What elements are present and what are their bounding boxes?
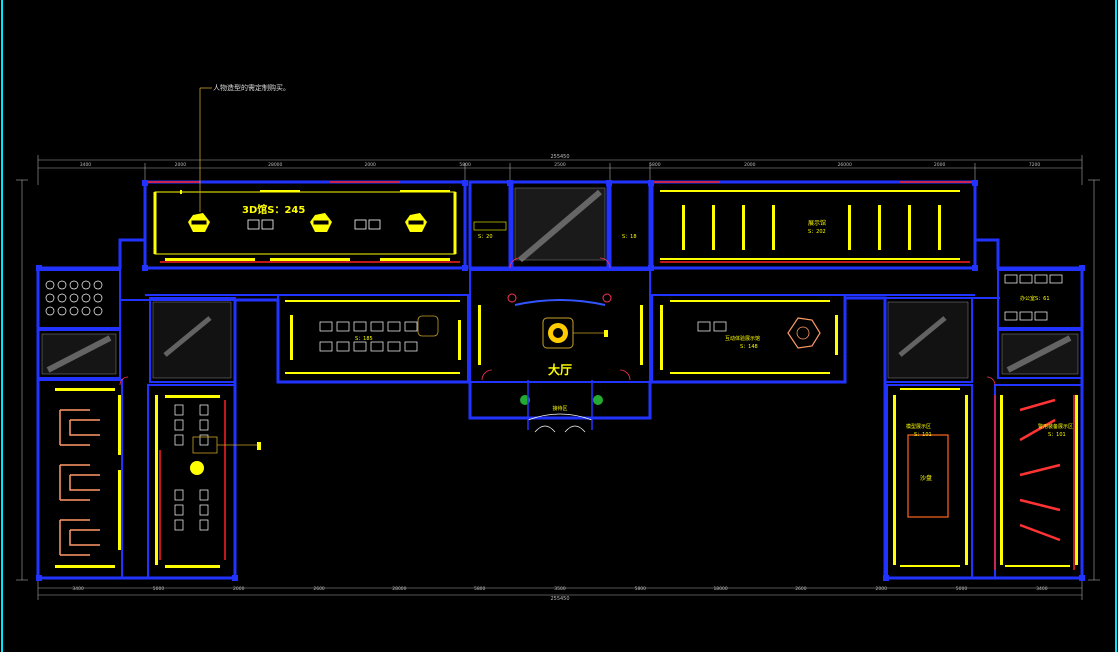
room-center-left-area: S：185: [355, 336, 373, 342]
overall-dimension-top: 255450: [550, 154, 569, 160]
left-top-room-seating: [45, 280, 103, 316]
restroom-right: [887, 301, 969, 379]
top-dimension-lines: [37, 155, 1083, 185]
top-dimension-8: 26000: [838, 162, 852, 168]
bottom-dimension-5: 5800: [474, 586, 486, 592]
small-room-s20-label: S：20: [478, 234, 493, 240]
top-dimension-3: 2000: [364, 162, 376, 168]
hall-3d-furniture: [153, 190, 457, 261]
equipment-display-room: [1019, 398, 1061, 542]
lobby-features: [478, 293, 643, 365]
callout-box-center: [417, 315, 439, 337]
model-display-room-accents: [893, 388, 968, 567]
room-bottom-right-a-inner: 沙盘: [920, 474, 932, 482]
small-room-s20: [473, 221, 507, 231]
room-center-right-area: S：148: [740, 344, 758, 350]
room-center-right-label: 互动体验展示馆: [725, 335, 760, 342]
top-dimension-labels: 3400 2000 28000 2000 5800 2500 5800 2000 26000 20…: [80, 162, 1041, 168]
callout-leader: [199, 87, 212, 212]
bottom-dimension-3: 2600: [313, 586, 325, 592]
center-right-exhibit: [660, 300, 838, 374]
bottom-dimension-10: 2000: [876, 586, 888, 592]
office-right-furniture: [1004, 274, 1063, 321]
entrance-label: 接待区: [552, 405, 567, 412]
room-bottom-right-b-area: S：101: [1048, 432, 1066, 438]
top-dimension-4: 5800: [459, 162, 471, 168]
exhibit-hall-right-top: [660, 190, 960, 260]
center-left-exhibit-tables: [319, 321, 418, 352]
restroom-left: [152, 301, 232, 379]
callout-note: 人物造型的需定制购买。: [213, 83, 290, 92]
bottom-dimension-labels: 3400 5000 2000 2600 28000 5800 3500 5800 18000 26…: [72, 586, 1047, 592]
top-dimension-10: 7200: [1029, 162, 1041, 168]
room-bottom-right-a-label: 模型展示区: [906, 423, 931, 430]
top-dimension-0: 3400: [80, 162, 92, 168]
bottom-dimension-9: 2600: [795, 586, 807, 592]
conference-room-left: [174, 404, 209, 531]
room-far-right-label: 办公室S：61: [1020, 295, 1050, 302]
room-bottom-right-b-label: 警用装备展示区: [1038, 423, 1073, 430]
left-wing-yellow-panels: [55, 388, 121, 568]
bottom-dimension-6: 3500: [554, 586, 566, 592]
side-dimension-lines: [16, 179, 1100, 581]
conference-room-left-accents: [155, 395, 220, 568]
overall-dimension-bottom: 255450: [550, 596, 569, 602]
left-bottom-room-displays: [59, 409, 100, 556]
door-swings: [119, 257, 996, 386]
model-display-room: [907, 434, 949, 518]
bottom-dimension-lines: [37, 580, 1083, 600]
bottom-dimension-11: 5000: [956, 586, 968, 592]
equipment-display-room-accents: [1000, 395, 1078, 567]
top-dimension-7: 2000: [744, 162, 756, 168]
bottom-dimension-8: 18000: [713, 586, 727, 592]
room-right-top-area: S：202: [808, 229, 826, 235]
red-wall-accents: [148, 181, 1075, 570]
center-left-accents: [285, 300, 461, 374]
hall-3d-label: 3D馆S：245: [242, 203, 305, 216]
stair-hatch-right: [1001, 333, 1079, 375]
top-dimension-6: 5800: [649, 162, 661, 168]
bottom-dimension-1: 5000: [153, 586, 165, 592]
top-dimension-1: 2000: [175, 162, 187, 168]
stair-hatch-top: [514, 187, 606, 263]
bottom-dimension-7: 5800: [635, 586, 647, 592]
entrance-area: [520, 380, 603, 433]
room-right-top-label: 展示馆: [808, 219, 826, 227]
bottom-dimension-4: 28000: [392, 586, 406, 592]
top-dimension-5: 2500: [554, 162, 566, 168]
top-dimension-2: 28000: [268, 162, 282, 168]
bottom-dimension-2: 2000: [233, 586, 245, 592]
stair-hatch-left: [41, 333, 117, 375]
bottom-dimension-12: 3400: [1036, 586, 1048, 592]
room-bottom-right-a-area: S：101: [914, 432, 932, 438]
small-room-s18-label: S：18: [622, 234, 637, 240]
lobby-label: 大厅: [548, 362, 572, 377]
structural-columns: [36, 180, 1085, 581]
bottom-dimension-0: 3400: [72, 586, 84, 592]
top-dimension-9: 2000: [934, 162, 946, 168]
